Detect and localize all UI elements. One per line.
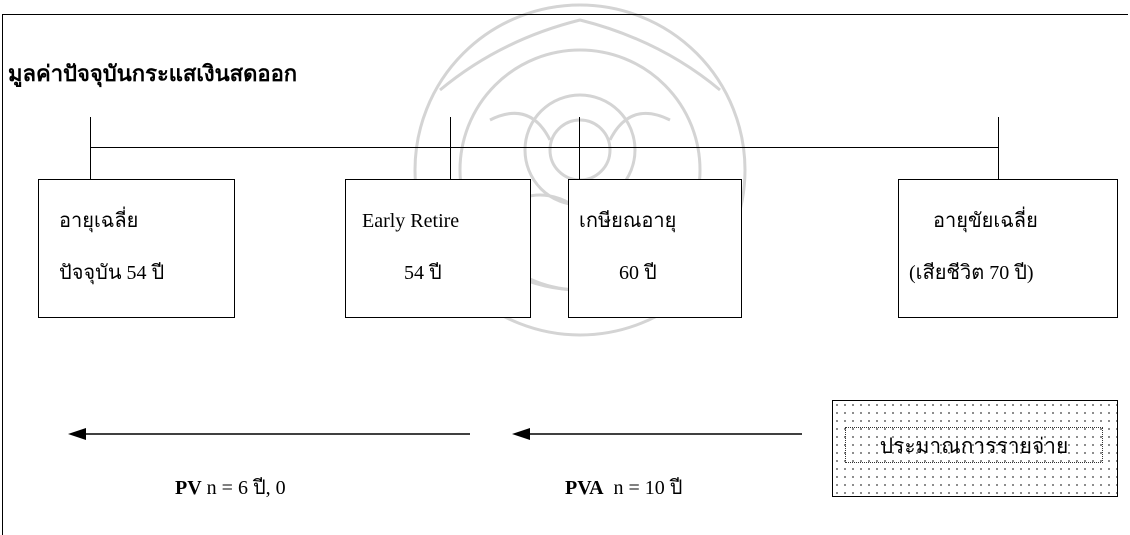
- arrow-pv: [68, 428, 470, 440]
- box-life-expectancy-line2: (เสียชีวิต 70 ปี): [909, 262, 1034, 284]
- box-life-expectancy: อายุขัยเฉลี่ย (เสียชีวิต 70 ปี): [898, 179, 1118, 318]
- caption-pva: PVA n = 10 ปี: [565, 471, 683, 503]
- timeline-line: [90, 147, 998, 148]
- box-early-retire-line2: 54 ปี: [404, 262, 442, 284]
- box-current-age-line2: ปัจจุบัน 54 ปี: [59, 262, 165, 284]
- expense-estimate-label: ประมาณการรายจ่าย: [879, 434, 1069, 458]
- caption-pv-text: n = 6 ปี, 0: [201, 477, 286, 499]
- timeline-tick-current-age: [90, 117, 91, 180]
- diagram-title: มูลค่าปัจจุบันกระแสเงินสดออก: [8, 61, 298, 86]
- caption-pv-bold: PV: [175, 477, 202, 499]
- box-current-age-line1: อายุเฉลี่ย: [59, 210, 139, 232]
- arrow-pva: [512, 428, 802, 440]
- box-early-retire-line1: Early Retire: [362, 210, 460, 232]
- box-current-age: อายุเฉลี่ย ปัจจุบัน 54 ปี: [38, 179, 235, 318]
- expense-estimate-box: ประมาณการรายจ่าย: [832, 400, 1118, 497]
- box-retirement-line1: เกษียณอายุ: [579, 210, 677, 232]
- timeline-tick-retirement: [579, 117, 580, 180]
- box-retirement: เกษียณอายุ 60 ปี: [568, 179, 742, 318]
- timeline-tick-life-expectancy: [998, 117, 999, 180]
- box-early-retire: Early Retire 54 ปี: [345, 179, 531, 318]
- diagram-frame: [2, 14, 1128, 535]
- expense-estimate-inner: ประมาณการรายจ่าย: [845, 427, 1103, 463]
- caption-pv: PV n = 6 ปี, 0: [175, 471, 286, 503]
- caption-pva-text: n = 10 ปี: [603, 477, 683, 499]
- box-life-expectancy-line1: อายุขัยเฉลี่ย: [933, 210, 1038, 232]
- timeline-tick-early-retire: [450, 117, 451, 180]
- caption-pva-bold: PVA: [565, 477, 604, 499]
- box-retirement-line2: 60 ปี: [619, 262, 657, 284]
